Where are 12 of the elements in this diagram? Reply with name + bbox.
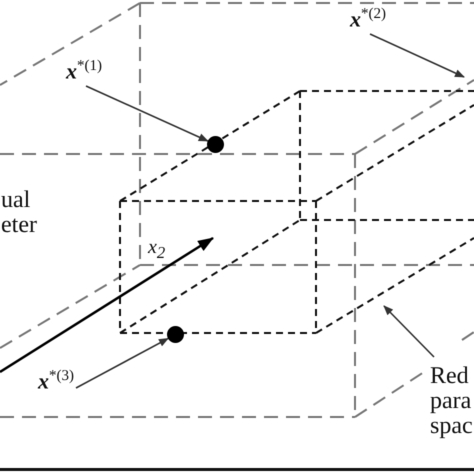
leader-line bbox=[76, 338, 169, 389]
leader-line bbox=[86, 85, 209, 142]
space-label: ual eter bbox=[1, 188, 51, 238]
leader-line bbox=[383, 305, 435, 358]
point-dot bbox=[207, 136, 224, 153]
space-label: Red para spac bbox=[430, 364, 474, 439]
point-dot bbox=[167, 326, 184, 343]
point-label: x$^{*(2)}$ bbox=[350, 6, 386, 32]
axis-label: x$_{2}$ bbox=[148, 236, 166, 263]
point-label: x$^{*(1)}$ bbox=[66, 58, 102, 84]
point-label: x$^{*(3)}$ bbox=[38, 368, 74, 394]
leader-line bbox=[370, 33, 465, 78]
